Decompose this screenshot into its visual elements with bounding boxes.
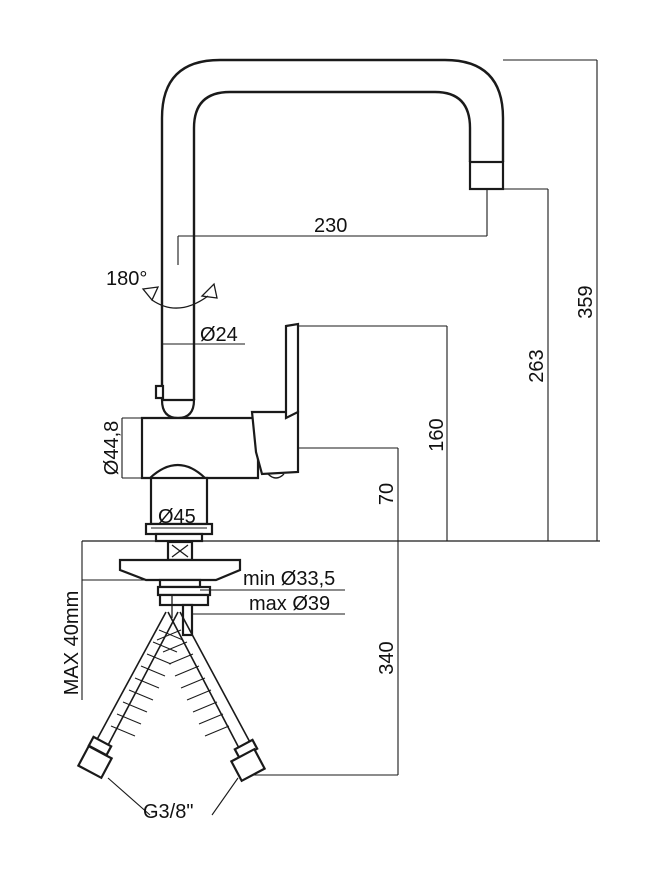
- spout: [154, 58, 505, 420]
- thread-label: G3/8": [143, 801, 193, 823]
- body-diameter-label: Ø44,8: [101, 421, 123, 475]
- mounting-hardware: [118, 540, 242, 637]
- spout-diameter-label: Ø24: [200, 324, 238, 346]
- spout-height-label: 263: [526, 349, 548, 382]
- flexible-hoses: [76, 611, 267, 783]
- hole-min-label: min Ø33,5: [243, 568, 335, 590]
- reach-label: 230: [314, 215, 347, 237]
- rotation-label: 180°: [106, 268, 147, 290]
- dimension-labels: 230 180° Ø24 Ø45 min Ø33,5 max Ø39 G3/8"…: [61, 215, 597, 823]
- body-height-label: 70: [376, 483, 398, 505]
- faucet-body: [140, 322, 300, 543]
- hose-length-label: 340: [376, 641, 398, 674]
- lever-height-label: 160: [426, 418, 448, 451]
- hole-max-label: max Ø39: [249, 593, 330, 615]
- rotation-indicator: [141, 282, 218, 309]
- base-diameter-label: Ø45: [158, 506, 196, 528]
- dimension-lines: [81, 59, 598, 816]
- total-height-label: 359: [575, 285, 597, 318]
- aerator: [468, 160, 505, 191]
- max-deck-label: MAX 40mm: [61, 591, 83, 695]
